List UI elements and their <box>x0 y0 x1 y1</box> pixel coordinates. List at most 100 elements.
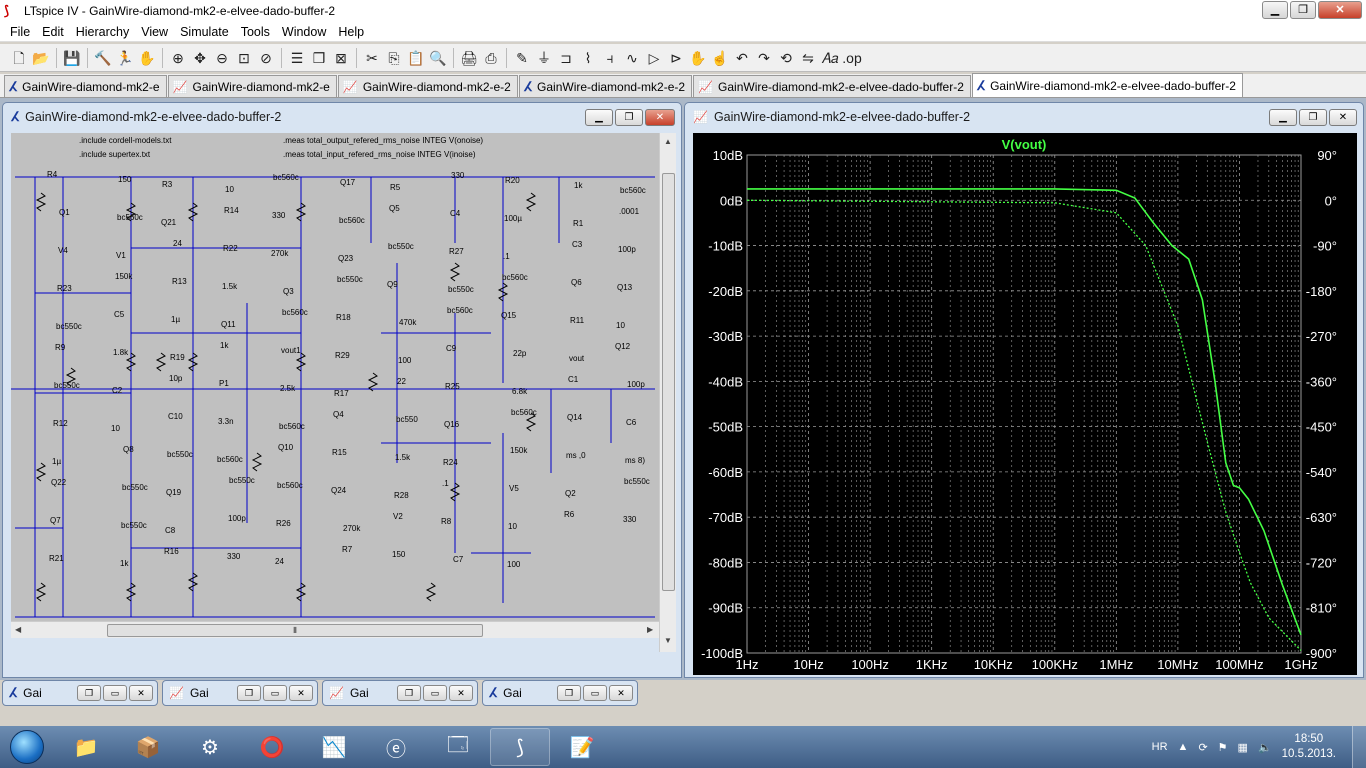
component-label[interactable]: V4 <box>58 246 68 255</box>
component-label[interactable]: bc550c <box>388 242 414 251</box>
explorer-taskbar-icon[interactable]: 📁 <box>73 736 99 759</box>
component-label[interactable]: 470k <box>399 318 417 327</box>
component-label[interactable]: 100p <box>627 380 645 389</box>
maximize-button[interactable]: ▭ <box>263 685 287 701</box>
component-label[interactable]: bc550c <box>122 483 148 492</box>
component-label[interactable]: Q16 <box>444 420 460 429</box>
cascade-icon[interactable]: ❒ <box>312 49 326 66</box>
tab-plot-3[interactable]: 📈GainWire-diamond-mk2-e-elvee-dado-buffe… <box>693 75 971 97</box>
oscilloscope-taskbar-icon[interactable]: 📉 <box>321 736 347 759</box>
close-button[interactable]: ✕ <box>449 685 473 701</box>
component-label[interactable]: V1 <box>116 251 126 260</box>
component-label[interactable]: C3 <box>572 240 583 249</box>
close-window-icon[interactable]: ⊠ <box>335 49 347 66</box>
component-label[interactable]: C1 <box>568 375 579 384</box>
resistor-symbol[interactable] <box>35 192 47 212</box>
resistor-symbol[interactable] <box>367 372 379 392</box>
close-button[interactable]: ✕ <box>289 685 313 701</box>
component-label[interactable]: 22 <box>397 377 406 386</box>
component-label[interactable]: R23 <box>57 284 72 293</box>
tray-expand-icon[interactable]: ▲ <box>1177 741 1189 753</box>
component-label[interactable]: bc560c <box>620 186 646 195</box>
open-icon[interactable]: 📂 <box>32 49 50 66</box>
component-label[interactable]: 24 <box>173 239 182 248</box>
spice-directive[interactable]: .meas total_output_refered_rms_noise INT… <box>283 136 483 145</box>
text-icon[interactable]: 𝐴𝑎 <box>821 49 839 66</box>
component-label[interactable]: 2.5k <box>280 384 296 393</box>
component-label[interactable]: Q23 <box>338 254 354 263</box>
security-taskbar-icon[interactable]: ⭕ <box>259 736 285 759</box>
minimize-button[interactable]: ▁ <box>1262 1 1288 19</box>
component-label[interactable]: 150k <box>115 272 133 281</box>
component-label[interactable]: 1.5k <box>395 453 411 462</box>
schematic-horizontal-scrollbar[interactable]: ◀ ⦀ ▶ <box>11 621 659 638</box>
diode-icon[interactable]: ▷ <box>648 49 660 66</box>
menu-window[interactable]: Window <box>281 24 327 39</box>
component-label[interactable]: 330 <box>227 552 241 561</box>
component-label[interactable]: R4 <box>47 170 58 179</box>
component-label[interactable]: C8 <box>165 526 176 535</box>
save-icon[interactable]: 💾 <box>63 49 81 66</box>
resistor-symbol[interactable] <box>35 462 47 482</box>
redo-icon[interactable]: ↷ <box>758 49 770 66</box>
start-button[interactable] <box>0 727 54 767</box>
component-label[interactable]: R25 <box>445 382 460 391</box>
menu-hierarchy[interactable]: Hierarchy <box>75 24 130 39</box>
component-label[interactable]: 100µ <box>504 214 522 223</box>
component-label[interactable]: bc560c <box>511 408 537 417</box>
resistor-symbol[interactable] <box>187 202 199 222</box>
component-label[interactable]: 100p <box>228 514 246 523</box>
component-label[interactable]: bc550 <box>396 415 418 424</box>
component-label[interactable]: R6 <box>564 510 575 519</box>
resistor-symbol[interactable] <box>155 352 167 372</box>
control-panel-icon[interactable]: 🔨 <box>94 49 112 66</box>
tile-horizontal-icon[interactable]: ☰ <box>290 49 304 66</box>
component-label[interactable]: R15 <box>332 448 347 457</box>
close-button[interactable]: ✕ <box>129 685 153 701</box>
component-label[interactable]: R27 <box>449 247 464 256</box>
schematic-close-button[interactable]: ✕ <box>645 109 675 126</box>
copy-icon[interactable]: ⎘ <box>388 49 400 66</box>
spice-directive[interactable]: .include supertex.txt <box>79 150 151 159</box>
component-label[interactable]: 1k <box>220 341 229 350</box>
component-label[interactable]: C6 <box>626 418 637 427</box>
component-label[interactable]: C4 <box>450 209 461 218</box>
component-label[interactable]: R13 <box>172 277 187 286</box>
component-label[interactable]: 150k <box>510 446 528 455</box>
minimized-window-4[interactable]: ⵃ Gai ❐▭✕ <box>482 680 638 706</box>
component-label[interactable]: C10 <box>168 412 183 421</box>
component-label[interactable]: Q12 <box>615 342 631 351</box>
component-label[interactable]: C9 <box>446 344 457 353</box>
component-label[interactable]: C5 <box>114 310 125 319</box>
tool-taskbar-icon[interactable]: ⚙ <box>201 736 219 759</box>
component-label[interactable]: R14 <box>224 206 239 215</box>
component-label[interactable]: Q17 <box>340 178 356 187</box>
component-label[interactable]: bc560c <box>447 306 473 315</box>
component-label[interactable]: Q24 <box>331 486 347 495</box>
component-icon[interactable]: ⊳ <box>670 49 682 66</box>
component-label[interactable]: 100 <box>398 356 412 365</box>
component-label[interactable]: Q13 <box>617 283 633 292</box>
component-label[interactable]: Q1 <box>59 208 70 217</box>
menu-edit[interactable]: Edit <box>42 24 64 39</box>
component-label[interactable]: 1µ <box>52 457 61 466</box>
component-label[interactable]: 1.5k <box>222 282 238 291</box>
component-label[interactable]: R28 <box>394 491 409 500</box>
component-label[interactable]: bc550c <box>624 477 650 486</box>
resistor-symbol[interactable] <box>449 262 461 282</box>
resistor-symbol[interactable] <box>125 352 137 372</box>
menu-view[interactable]: View <box>141 24 169 39</box>
inductor-icon[interactable]: ∿ <box>626 49 638 66</box>
resistor-icon[interactable]: ⌇ <box>584 49 592 66</box>
restore-button[interactable]: ❐ <box>397 685 421 701</box>
maximize-button[interactable]: ▭ <box>423 685 447 701</box>
network-icon[interactable]: ▦ <box>1237 741 1248 754</box>
maximize-button[interactable]: ▭ <box>583 685 607 701</box>
cut-icon[interactable]: ✂ <box>366 49 378 66</box>
component-label[interactable]: Q5 <box>389 204 400 213</box>
resistor-symbol[interactable] <box>525 192 537 212</box>
component-label[interactable]: 10 <box>508 522 517 531</box>
sync-icon[interactable]: ⟳ <box>1198 741 1208 754</box>
mirror-icon[interactable]: ⇋ <box>802 49 814 66</box>
component-label[interactable]: vout1 <box>281 346 301 355</box>
